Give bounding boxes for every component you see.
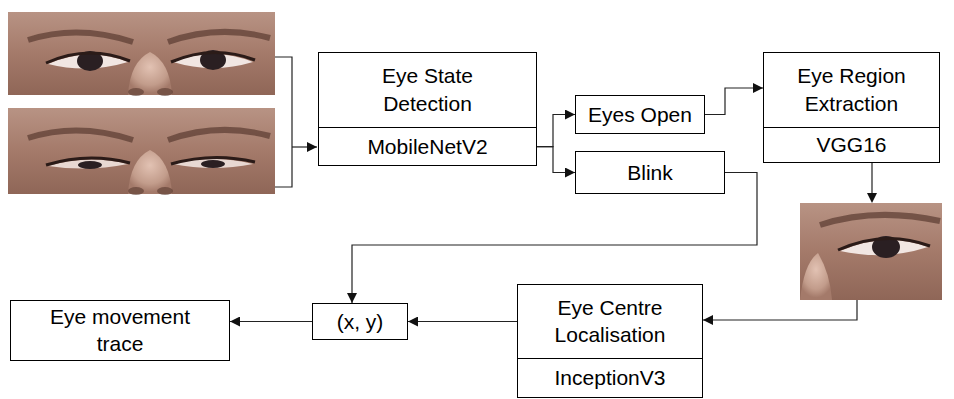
flow-arrow (230, 321, 312, 322)
model-name: VGG16 (816, 131, 886, 158)
eye-crop-photo (800, 203, 942, 300)
process-box: Eye State DetectionMobileNetV2 (318, 52, 537, 166)
input-merge-lines (275, 57, 317, 187)
model-section: InceptionV3 (518, 358, 702, 398)
title-section: Blink (576, 152, 724, 193)
label-box: Blink (575, 151, 725, 194)
model-section: MobileNetV2 (319, 127, 536, 166)
title-section: Eye Region Extraction (764, 53, 939, 127)
label-box: (x, y) (312, 303, 408, 340)
model-name: MobileNetV2 (367, 133, 487, 160)
flow-arrow (703, 163, 872, 320)
label-box: Eyes Open (575, 95, 705, 134)
flow-arrow (705, 88, 763, 115)
title-section: Eye Centre Localisation (518, 285, 702, 358)
node-label: Blink (627, 159, 673, 186)
face-photo-open (8, 12, 275, 96)
flow-arrow (408, 321, 517, 322)
model-name: InceptionV3 (555, 364, 666, 391)
model-section: VGG16 (764, 127, 939, 163)
face-photo-blink (8, 108, 275, 195)
title-section: (x, y) (313, 304, 407, 339)
title-section: Eye State Detection (319, 53, 536, 127)
node-label: Eye Region Extraction (784, 62, 919, 117)
arrowhead (867, 193, 877, 203)
node-label: Eye State Detection (359, 62, 496, 117)
node-label: (x, y) (337, 308, 384, 335)
process-box: Eye Region ExtractionVGG16 (763, 52, 940, 163)
flow-arrow (537, 147, 575, 173)
node-label: Eyes Open (588, 101, 692, 128)
flow-arrow (537, 115, 575, 147)
process-box: Eye Centre LocalisationInceptionV3 (517, 284, 703, 398)
node-label: Eye Centre Localisation (538, 294, 682, 349)
title-section: Eyes Open (576, 96, 704, 133)
title-section: Eye movement trace (11, 301, 229, 360)
node-label: Eye movement trace (41, 303, 199, 358)
label-box: Eye movement trace (10, 300, 230, 361)
